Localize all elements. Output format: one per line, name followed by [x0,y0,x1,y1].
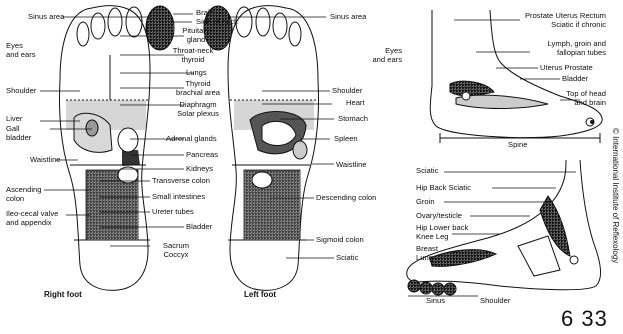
throat-neck-thyroid-label: Throat-neck thyroid [162,47,224,64]
sciatic-side-label: Sciatic [416,167,438,176]
gall-bladder-label: Gall bladder [6,125,31,142]
stomach-label: Stomach [338,115,368,124]
bladder-label: Bladder [186,223,212,232]
sigmoid-colon-label: Sigmoid colon [316,236,364,245]
pancreas-label: Pancreas [186,151,218,160]
sinus-area-label-left: Sinus area [28,13,64,22]
eyes-ears-label-right: Eyes and ears [356,47,402,64]
sciatic-label-left-diagram: Sciatic [336,254,358,263]
top-head-brain-label: Top of head and brain [548,90,606,107]
heart-label: Heart [346,99,365,108]
sinus-area-label-right: Sinus area [330,13,366,22]
eyes-ears-label-left: Eyes and ears [6,42,36,59]
descending-colon-label: Descending colon [316,194,376,203]
transverse-colon-label: Transverse colon [152,177,210,186]
hip-back-sciatic-label: Hip Back Sciatic [416,184,471,193]
thyroid-brachial-label: Thyroid brachial area [168,80,228,97]
adrenal-glands-label: Adrenal glands [166,135,217,144]
pituitary-gland-label: Pituitary gland [168,27,224,44]
sacrum-coccyx-label: Sacrum Coccyx [148,242,204,259]
diaphragm-solar-plexus-label: Diaphragm Solar plexus [168,101,228,118]
copyright-notice: © International Institute of Reflexology [611,128,620,263]
small-intestines-label: Small intestines [152,193,205,202]
hip-lower-back-label: Hip Lower back Knee Leg [416,224,468,241]
liver-label: Liver [6,115,22,124]
right-foot-caption: Right foot [44,290,82,299]
uterus-prostate-label: Uterus Prostate [540,64,593,73]
bladder-side-label: Bladder [562,75,588,84]
groin-label: Groin [416,198,435,207]
prostate-uterus-rectum-label: Prostate Uterus Rectum Sciatic if chroni… [486,12,606,29]
ileo-cecal-valve-label: Ileo-cecal valve and appendix [6,210,58,227]
left-foot-caption: Left foot [244,290,276,299]
ureter-tubes-label: Ureter tubes [152,208,194,217]
sinus-side-label: Sinus [426,297,445,306]
ascending-colon-label: Ascending colon [6,186,41,203]
ovary-testicle-label: Ovary/testicle [416,212,462,221]
waistline-label-left: Waistline [30,156,61,165]
shoulder-side-label: Shoulder [480,297,510,306]
shoulder-label-right: Shoulder [332,87,362,96]
breast-lung-label: Breast Lung [416,245,438,262]
spine-label: Spine [508,141,527,150]
kidneys-label: Kidneys [186,165,213,174]
waistline-label-right: Waistline [336,161,367,170]
page-number: 6 33 [561,306,608,332]
lungs-label: Lungs [186,69,207,78]
lymph-groin-label: Lymph, groin and fallopian tubes [506,40,606,57]
shoulder-label-left: Shoulder [6,87,36,96]
spleen-label: Spleen [334,135,358,144]
